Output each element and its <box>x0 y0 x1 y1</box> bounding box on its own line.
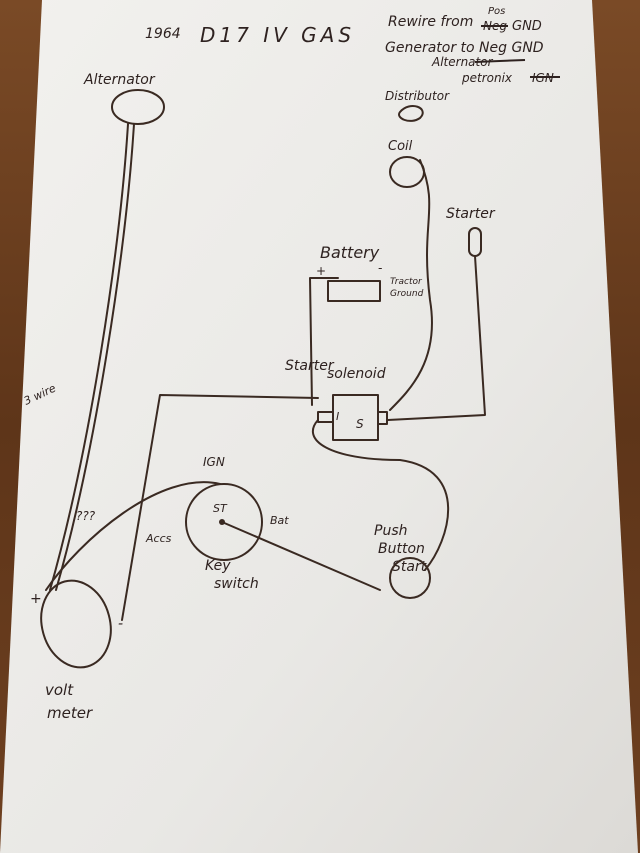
tractor-ground-1: Tractor <box>390 277 423 287</box>
note-line1-suffix: GND <box>512 19 542 34</box>
solenoid-i-terminal <box>317 411 334 423</box>
push-button-label-3: Start <box>392 559 427 575</box>
key-switch-symbol <box>185 483 263 561</box>
voltmeter-symbol <box>40 579 112 669</box>
start-wire <box>221 521 381 591</box>
alternator-label: Alternator <box>83 72 156 88</box>
push-button-label-1: Push <box>374 523 407 539</box>
key-switch-label-2: switch <box>214 576 259 592</box>
distributor-label: Distributor <box>385 89 450 103</box>
st-label: ST <box>213 502 228 515</box>
ign-label: IGN <box>203 455 225 469</box>
solenoid-s-terminal <box>377 411 388 425</box>
rewire-note: Rewire from Neg Pos GND Generator to Neg… <box>385 6 560 85</box>
voltmeter-neg: - <box>118 616 123 632</box>
battery-wire <box>309 277 339 406</box>
key-switch-label-1: Key <box>205 558 231 574</box>
tractor-ground-2: Ground <box>390 289 424 299</box>
solenoid-i-label: I <box>336 410 339 423</box>
model-text: D17 IV GAS <box>200 23 355 47</box>
bat-label: Bat <box>270 514 289 527</box>
voltmeter-pos: + <box>30 591 42 607</box>
solenoid-s-label: S <box>356 417 364 431</box>
push-button-wire <box>311 419 450 571</box>
distributor-symbol <box>398 104 424 122</box>
coil-label: Coil <box>388 139 413 154</box>
question-label: ??? <box>76 509 96 523</box>
battery-neg: - <box>378 261 382 275</box>
note-line4: petronix <box>461 71 513 85</box>
voltmeter-label-2: meter <box>47 704 93 722</box>
coil-wire <box>389 159 433 411</box>
year-text: 1964 <box>145 26 181 42</box>
alternator-symbol <box>111 89 165 125</box>
battery-symbol <box>327 280 381 302</box>
solenoid-label-1: Starter <box>285 358 335 374</box>
push-button-label-2: Button <box>378 541 425 557</box>
voltmeter-label-1: volt <box>45 681 74 699</box>
note-line2: Generator to Neg GND <box>385 40 544 56</box>
accs-label: Accs <box>145 532 172 545</box>
battery-label: Battery <box>320 243 380 262</box>
alternator-wire <box>49 123 135 591</box>
ign-wire <box>45 481 221 591</box>
note-line3: Alternator <box>431 55 494 69</box>
note-line1-insert: Pos <box>488 6 505 17</box>
solenoid-label-2: solenoid <box>327 366 386 382</box>
voltmeter-neg-wire <box>121 394 319 621</box>
starter-wire <box>387 255 486 421</box>
battery-pos: + <box>316 264 326 278</box>
starter-label: Starter <box>446 206 496 222</box>
note-line1-prefix: Rewire from <box>388 14 473 30</box>
push-button-symbol <box>389 557 431 599</box>
